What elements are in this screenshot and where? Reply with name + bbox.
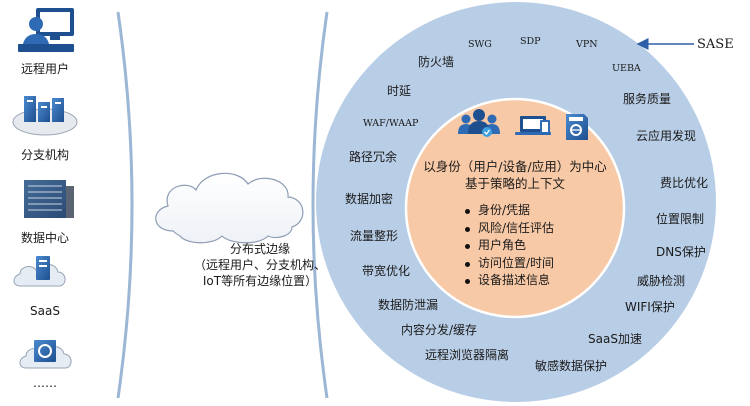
ring-firewall: 防火墙 — [418, 55, 455, 69]
left-bracket — [116, 11, 134, 399]
core-bullet-item: 设备描述信息 — [464, 272, 554, 290]
distributed-edge-text: 分布式边缘 （远程用户、分支机构、 IoT等所有边缘位置） — [160, 241, 360, 289]
users-group-icon — [458, 109, 500, 137]
ring-dlp: 数据防泄漏 — [378, 298, 439, 312]
data-center-icon — [24, 180, 74, 218]
ring-saas-acceleration: SaaS加速 — [588, 332, 642, 346]
core-bullet-item: 风险/信任评估 — [464, 220, 554, 238]
ring-dns-protection: DNS保护 — [656, 245, 706, 259]
left-label-data-center: 数据中心 — [20, 231, 69, 245]
core-title-line2: 基于策略的上下文 — [464, 176, 565, 191]
distributed-edge-cloud — [155, 172, 304, 244]
cloud-line3: IoT等所有边缘位置） — [202, 274, 318, 288]
ring-sdp: SDP — [520, 36, 541, 47]
application-window-icon — [566, 114, 588, 140]
ring-wifi-protection: WIFI保护 — [625, 300, 675, 314]
devices-icon — [515, 116, 551, 135]
core-bullet-item: 用户角色 — [464, 237, 554, 255]
ring-cost-optimization: 费比优化 — [660, 176, 709, 190]
remote-user-icon — [18, 8, 74, 52]
right-bracket — [311, 11, 329, 399]
saas-icon — [13, 256, 66, 287]
left-label-saas: SaaS — [30, 304, 60, 318]
left-label-branch-office: 分支机构 — [20, 148, 69, 162]
sase-label: SASE — [697, 37, 734, 52]
ring-bandwidth-optimization: 带宽优化 — [362, 264, 411, 278]
core-title: 以身份（用户/设备/应用）为中心 基于策略的上下文 — [405, 158, 625, 192]
cloud-line2: （远程用户、分支机构、 — [193, 258, 326, 272]
ring-waf: WAF/WAAP — [363, 118, 419, 129]
ring-latency: 时延 — [387, 84, 412, 98]
branch-office-icon — [12, 96, 78, 136]
ring-content-cache: 内容分发/缓存 — [401, 323, 478, 337]
ring-sensitive-data-protection: 敏感数据保护 — [535, 359, 608, 373]
ring-path-redundancy: 路径冗余 — [349, 150, 398, 164]
ring-swg: SWG — [468, 39, 492, 50]
left-label-remote-user: 远程用户 — [20, 62, 69, 76]
ring-geo-restriction: 位置限制 — [656, 212, 705, 226]
identity-core-circle — [404, 97, 626, 319]
ring-threat-detection: 威胁检测 — [637, 274, 686, 288]
ring-traffic-shaping: 流量整形 — [350, 229, 399, 243]
ring-service-quality: 服务质量 — [623, 92, 672, 106]
cloud-title: 分布式边缘 — [229, 242, 290, 256]
core-title-line1: 以身份（用户/设备/应用）为中心 — [423, 159, 607, 174]
left-label-more: …… — [33, 376, 57, 390]
ring-remote-browser-isolation: 远程浏览器隔离 — [425, 348, 510, 362]
core-bullet-list: 身份/凭据 风险/信任评估 用户角色 访问位置/时间 设备描述信息 — [464, 202, 554, 290]
core-bullet-item: 身份/凭据 — [464, 202, 554, 220]
ring-cloud-discovery: 云应用发现 — [636, 129, 697, 143]
core-bullet-item: 访问位置/时间 — [464, 255, 554, 273]
application-icon — [19, 340, 72, 369]
ring-data-encryption: 数据加密 — [345, 192, 394, 206]
ring-ueba: UEBA — [612, 63, 641, 74]
ring-vpn: VPN — [576, 39, 598, 50]
